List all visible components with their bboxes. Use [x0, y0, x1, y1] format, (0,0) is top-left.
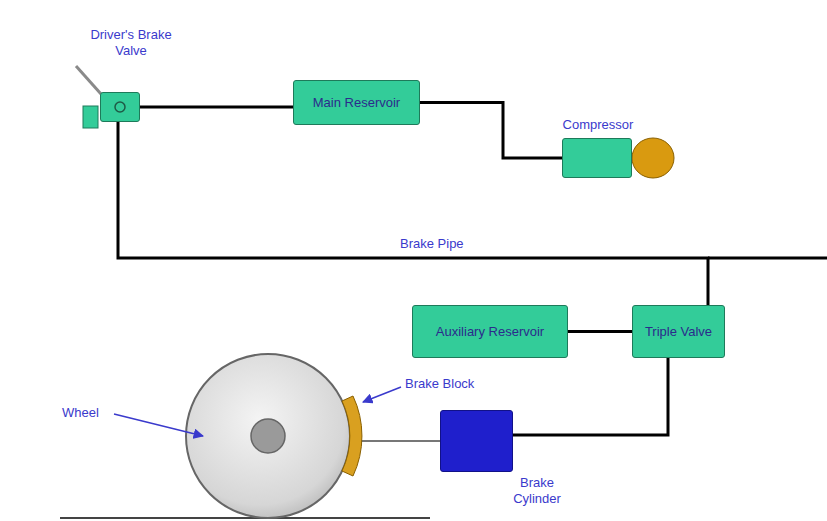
air-pipe	[568, 330, 632, 333]
valve-handle	[76, 66, 101, 94]
component-label: Brake Cylinder	[497, 475, 577, 507]
cylinder-box: Brake Cylinder	[440, 410, 513, 472]
brake-block	[342, 396, 362, 476]
pipe-label: Brake Pipe	[400, 236, 464, 252]
air-pipe	[140, 106, 293, 109]
leader-line	[363, 387, 401, 402]
component-box: Auxiliary Reservoir	[412, 305, 568, 358]
component-label: Compressor	[553, 117, 643, 133]
component-box: Compressor	[562, 138, 632, 178]
valve-symbol	[101, 93, 139, 121]
box-label: Auxiliary Reservoir	[435, 324, 545, 340]
box-label: Main Reservoir	[313, 95, 400, 111]
part-label: Brake Block	[405, 376, 474, 392]
rail-line	[60, 517, 430, 519]
leader-line	[114, 414, 203, 436]
part-label: Wheel	[62, 405, 99, 421]
valve-port	[83, 106, 98, 128]
box-label: Triple Valve	[645, 324, 712, 340]
brake-pipe-extension	[708, 257, 827, 260]
compressor-motor	[632, 138, 674, 178]
air-pipe	[513, 358, 668, 435]
wheel-hub	[251, 419, 285, 453]
component-box: Triple Valve	[632, 305, 725, 358]
component-box: Driver's Brake Valve	[100, 92, 140, 122]
air-pipe	[420, 103, 562, 159]
component-label: Driver's Brake Valve	[89, 27, 173, 59]
valve-symbol	[115, 102, 125, 112]
component-box: Main Reservoir	[293, 80, 420, 125]
air-pipe	[118, 122, 708, 305]
brake-rod	[360, 440, 440, 442]
wheel	[186, 354, 350, 518]
